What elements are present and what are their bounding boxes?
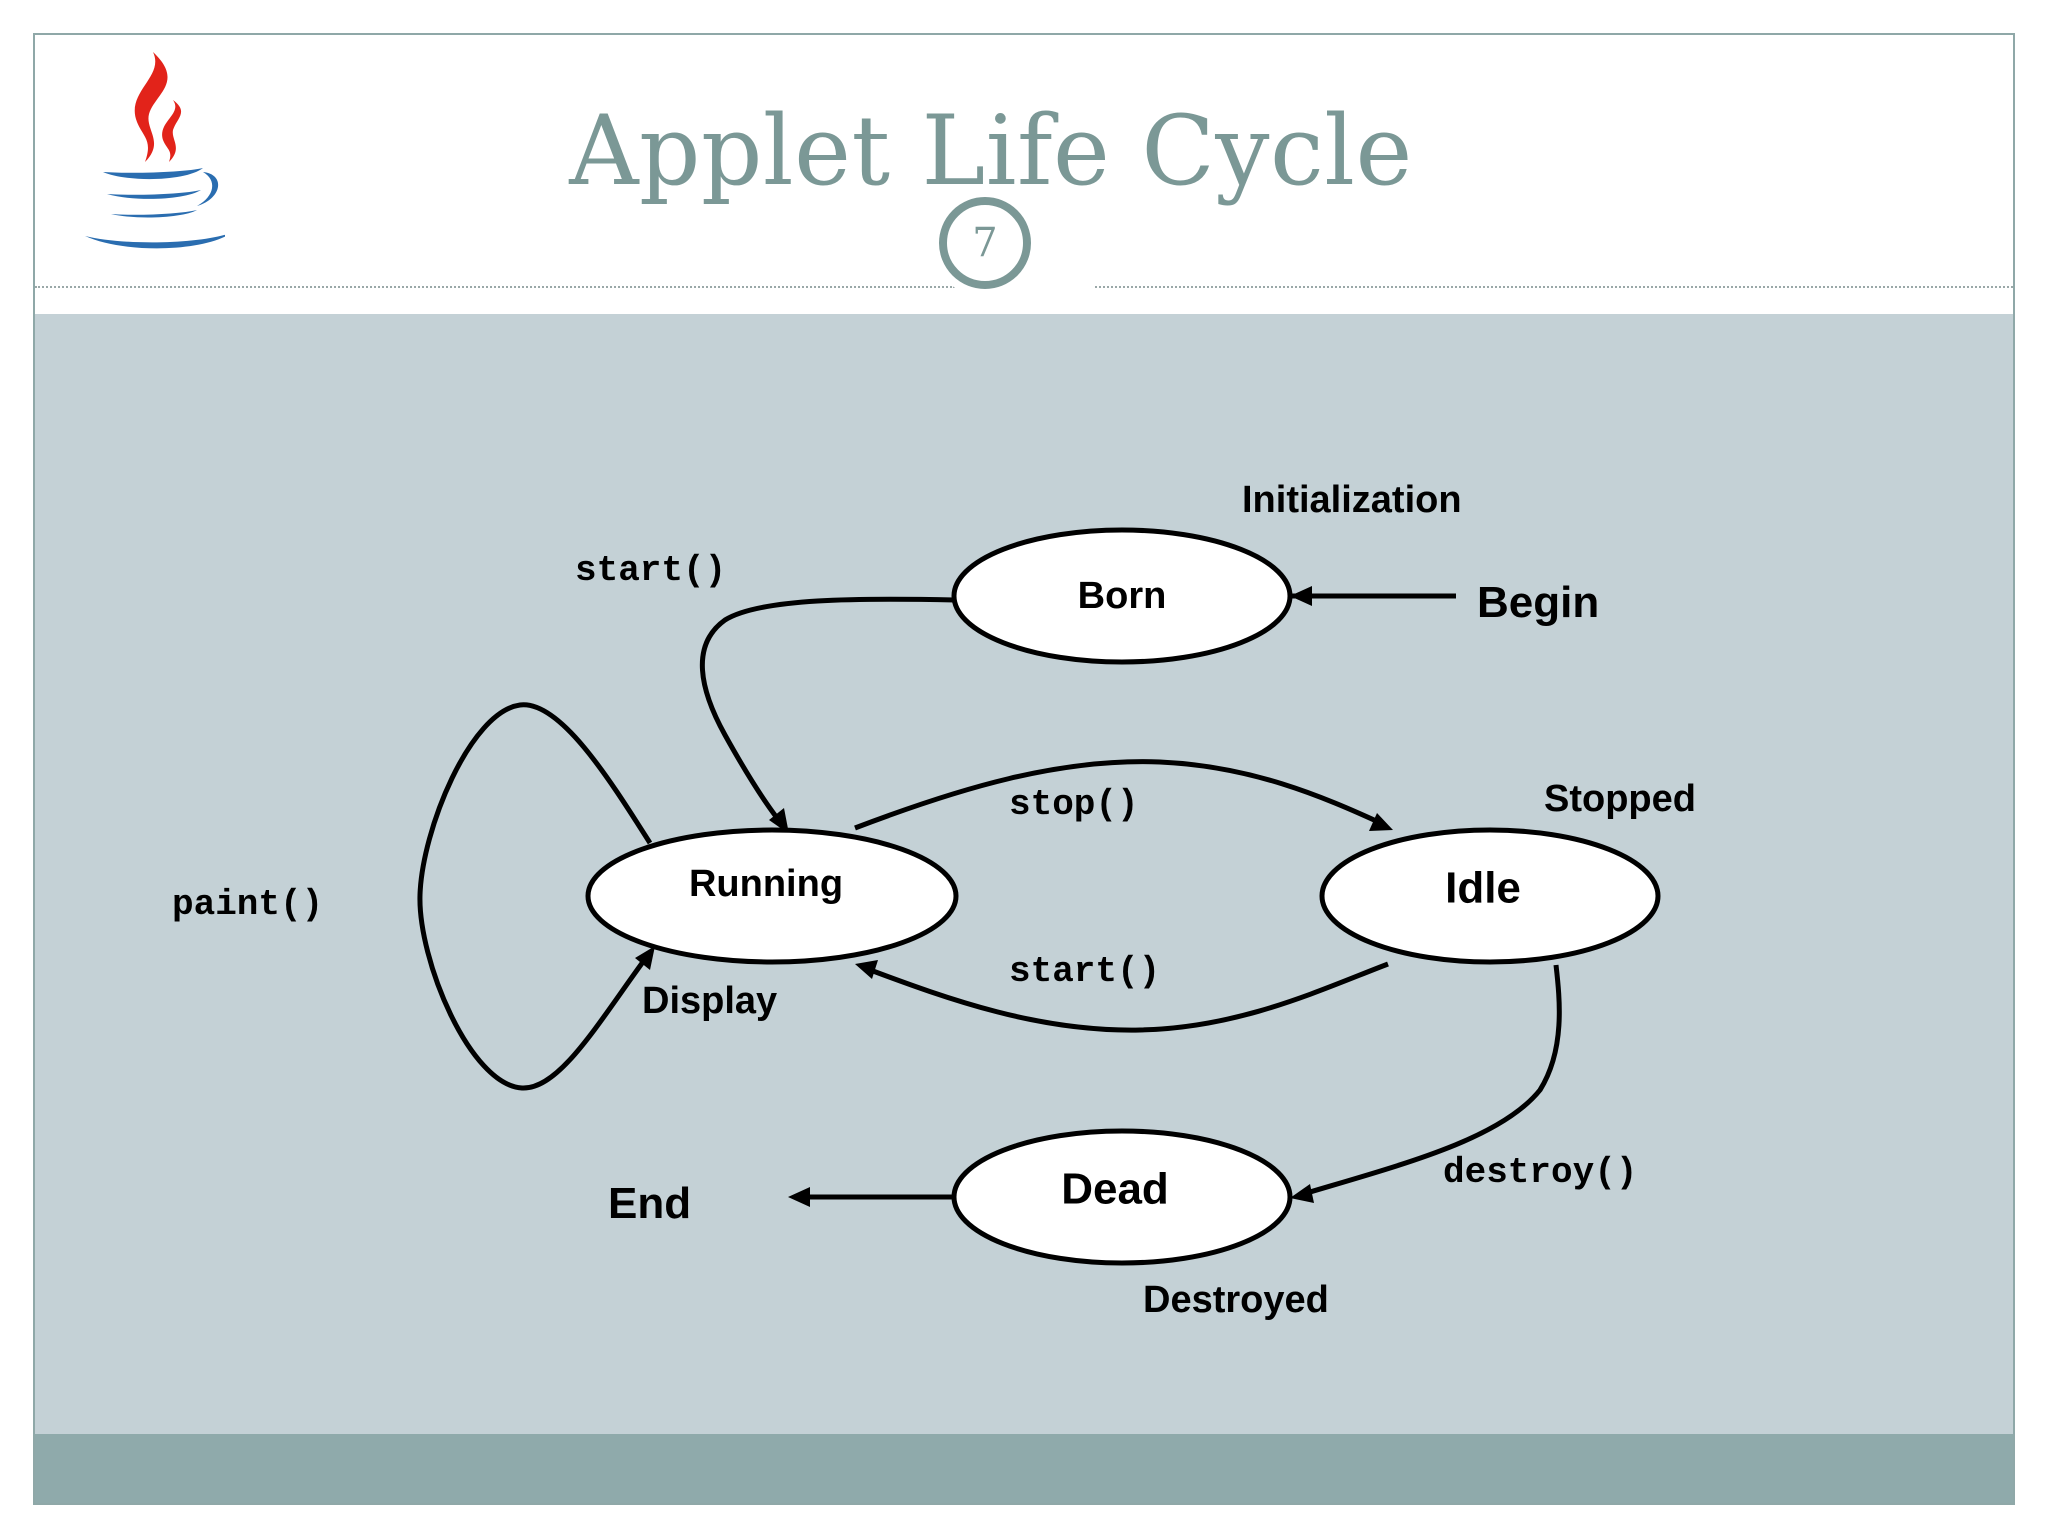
arrow-idle-to-running [864,961,1389,1033]
note-destroyed: Destroyed [1143,1279,1329,1321]
arrow-idle-to-running-head [855,960,878,979]
note-display: Display [642,980,777,1022]
java-cup-ring-1 [107,190,201,199]
arrow-begin-head [1290,586,1312,606]
title-divider-left [35,286,955,288]
arrow-born-to-running-head [769,808,789,834]
state-dead [951,1128,1293,1266]
arrow-born-to-running [700,596,956,830]
state-idle [1319,827,1661,965]
note-stopped: Stopped [1544,778,1696,820]
java-saucer [85,234,225,249]
title-divider-right [1095,286,2013,288]
java-steam-small [162,100,182,162]
note-end: End [608,1179,691,1228]
java-cup-ring-2 [111,210,197,218]
state-idle-label: Idle [1445,864,1521,913]
footer-band [35,1434,2013,1503]
state-running-label: Running [689,863,843,905]
arrow-running-to-idle [854,759,1387,831]
arrow-dead-to-end-head [788,1187,810,1207]
method-stop: stop() [1009,784,1139,825]
arrow-idle-to-dead-head [1290,1184,1314,1203]
note-begin: Begin [1477,578,1599,627]
method-start-from-idle: start() [1009,951,1160,992]
state-running [585,827,959,965]
state-dead-label: Dead [1061,1165,1169,1214]
page-number-badge: 7 [931,189,1039,297]
java-cup-top [103,168,203,180]
page-number: 7 [939,197,1031,289]
java-steam [134,52,168,162]
state-born-label: Born [1078,575,1167,617]
slide-title: Applet Life Cycle [569,95,1413,207]
arrow-paint-loop-head [635,946,655,970]
java-cup-handle [197,172,219,206]
method-destroy: destroy() [1443,1152,1637,1193]
arrow-running-to-idle-head [1369,813,1393,831]
note-initialization: Initialization [1242,479,1462,521]
arrow-paint-loop [417,702,653,1091]
state-born [951,527,1293,665]
java-logo [85,52,225,249]
arrow-idle-to-dead [1299,964,1562,1198]
method-start-from-born: start() [575,550,726,591]
method-paint: paint() [172,884,323,925]
